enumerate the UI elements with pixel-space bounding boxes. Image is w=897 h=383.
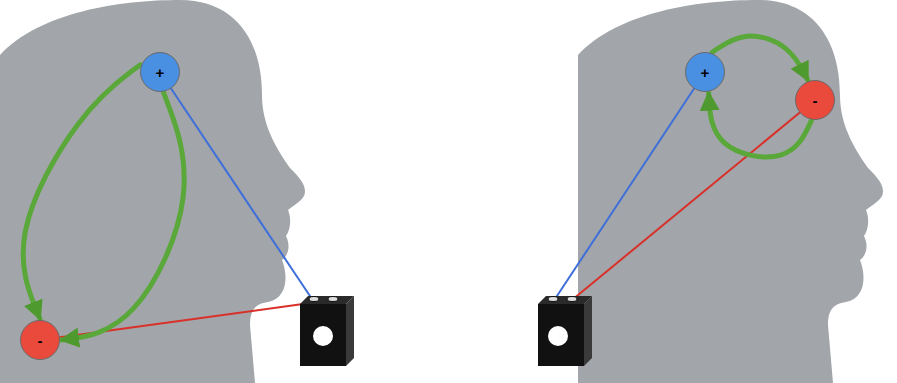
left-head [0, 0, 354, 383]
cathode-wire [40, 300, 332, 340]
battery [300, 296, 354, 366]
head-silhouette [578, 0, 883, 383]
electrode-circle: + [685, 52, 725, 92]
current-arrow [712, 36, 808, 80]
battery [538, 296, 592, 366]
electrode-sign: + [701, 65, 710, 80]
electrode-circle: - [20, 320, 60, 360]
cathode-wire [572, 100, 815, 300]
anode-wire [553, 72, 705, 302]
current-arrow [23, 65, 140, 319]
electrode-sign: - [38, 333, 43, 348]
electrode-sign: - [813, 93, 818, 108]
electrode-sign: + [156, 65, 165, 80]
electrode-circle: - [795, 80, 835, 120]
right-head [578, 0, 883, 383]
right-setup [538, 72, 815, 366]
current-arrow [61, 93, 184, 340]
electrode-circle: + [140, 52, 180, 92]
